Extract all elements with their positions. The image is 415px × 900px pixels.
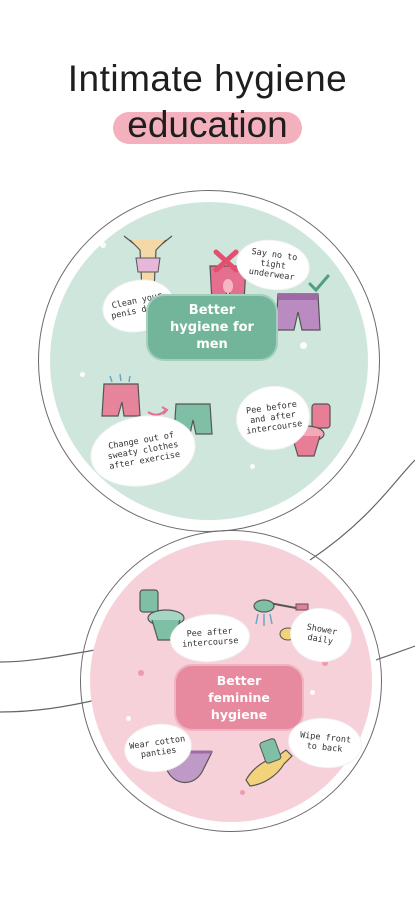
- page-title: Intimate hygiene education: [0, 58, 415, 146]
- title-highlight-wrap: education: [113, 104, 302, 146]
- title-line1: Intimate hygiene: [67, 58, 348, 99]
- title-highlight-shape: [113, 112, 302, 144]
- sweaty-clothes-icon: [101, 374, 141, 417]
- feminine-hygiene-circle: Pee after intercourse Shower daily Bette…: [80, 530, 382, 832]
- men-hygiene-inner: Clean your penis daily Say no to tight u…: [50, 202, 368, 520]
- feminine-hygiene-inner: Pee after intercourse Shower daily Bette…: [90, 540, 372, 822]
- men-section-heading: Better hygiene for men: [146, 294, 278, 361]
- man-body-icon: [123, 235, 173, 291]
- title-line2: education: [127, 104, 288, 145]
- men-hygiene-circle: Clean your penis daily Say no to tight u…: [38, 190, 380, 532]
- hand-wipe-icon: [245, 738, 293, 787]
- boxer-shorts-check-icon: [275, 274, 330, 331]
- toilet-icon: [139, 589, 185, 641]
- tight-underwear-icon: [209, 249, 247, 303]
- women-section-heading: Better feminine hygiene: [174, 664, 304, 731]
